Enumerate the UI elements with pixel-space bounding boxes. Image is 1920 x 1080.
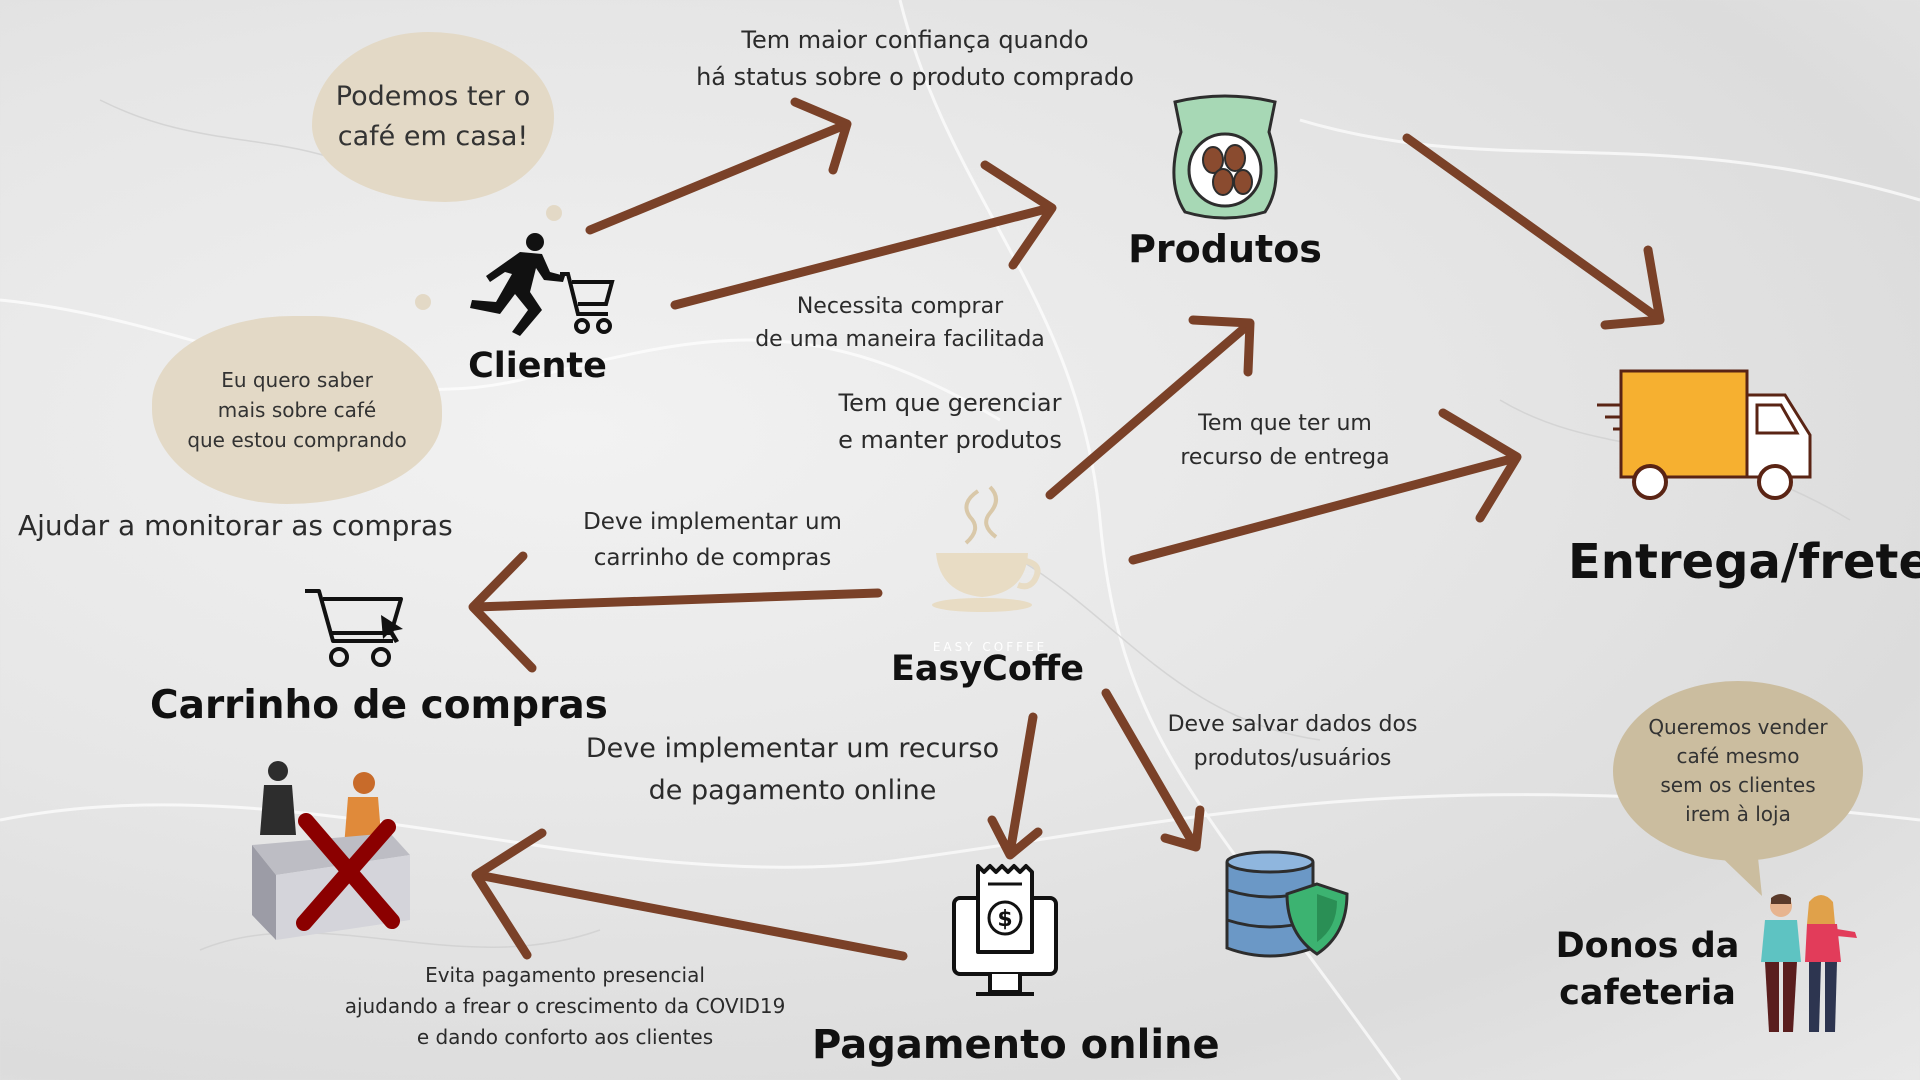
arrow-easycoffe-to-database bbox=[1101, 688, 1205, 852]
label-line: recurso de entrega bbox=[1180, 445, 1390, 471]
speech-bubble-vender-cafe: Queremos vender café mesmo sem os client… bbox=[1613, 681, 1863, 861]
label-line: Ajudar a monitorar as compras bbox=[18, 509, 453, 542]
label-line: e dando conforto aos clientes bbox=[416, 1025, 714, 1049]
label-presencial: Evita pagamento presencial ajudando a fr… bbox=[330, 960, 800, 1053]
speech-bubble-tail bbox=[1712, 848, 1762, 896]
label-monitorar: Ajudar a monitorar as compras bbox=[18, 508, 488, 543]
label-line: carrinho de compras bbox=[593, 544, 832, 571]
label-salvar: Deve salvar dados dos produtos/usuários bbox=[1150, 708, 1435, 776]
arrow-easycoffe-to-carrinho bbox=[468, 551, 883, 673]
label-line: Tem que ter um bbox=[1198, 411, 1372, 436]
label-line: de pagamento online bbox=[648, 774, 937, 806]
label-line: Deve implementar um recurso bbox=[585, 733, 1000, 764]
label-line: há status sobre o produto comprado bbox=[696, 63, 1134, 92]
node-title-entrega: Entrega/frete bbox=[1568, 534, 1920, 590]
bubble-text-line: Eu quero saber bbox=[221, 368, 373, 392]
label-line: Deve implementar um bbox=[583, 509, 842, 535]
label-line: e manter produtos bbox=[838, 426, 1062, 455]
node-title-line: cafeteria bbox=[1559, 973, 1736, 1014]
bubble-text-line: irem à loja bbox=[1685, 802, 1791, 826]
bubble-text-line: mais sobre café bbox=[217, 398, 377, 422]
label-confianca: Tem maior confiança quando há status sob… bbox=[690, 22, 1140, 96]
delivery-truck-icon bbox=[1597, 369, 1812, 500]
shopping-cart-icon bbox=[305, 589, 403, 667]
label-line: Necessita comprar bbox=[796, 294, 1004, 319]
arrow-produtos-to-entrega bbox=[1402, 133, 1665, 330]
node-title-produtos: Produtos bbox=[1128, 227, 1322, 271]
label-line: Evita pagamento presencial bbox=[425, 963, 705, 987]
bubble-text-line: café em casa! bbox=[337, 121, 529, 152]
label-line: ajudando a frear o crescimento da COVID1… bbox=[344, 994, 786, 1018]
arrow-easycoffe-to-pagamento bbox=[987, 712, 1043, 860]
thought-dot bbox=[546, 205, 562, 221]
owners-couple-icon bbox=[1761, 894, 1857, 1032]
easycoffe-logo-text: EASY COFFEE bbox=[932, 640, 1048, 654]
arrow-pagamento-to-presencial bbox=[471, 828, 908, 961]
bubble-text-line: que estou comprando bbox=[187, 428, 407, 452]
bubble-text-line: Podemos ter o bbox=[335, 80, 531, 112]
label-line: Deve salvar dados dos bbox=[1167, 712, 1418, 737]
bubble-text-line: Queremos vender bbox=[1648, 715, 1828, 739]
label-facilitada: Necessita comprar de uma maneira facilit… bbox=[740, 290, 1060, 356]
node-title-pagamento: Pagamento online bbox=[812, 1022, 1220, 1068]
arrow-cliente-to-status bbox=[585, 97, 852, 235]
arrow-easycoffe-to-entrega bbox=[1128, 408, 1522, 565]
label-line: Tem que gerenciar bbox=[838, 389, 1062, 417]
thought-bubble-cafe-em-casa: Podemos ter o café em casa! bbox=[312, 32, 554, 202]
node-title-cliente: Cliente bbox=[468, 346, 607, 386]
node-title-easycoffe: EasyCoffe bbox=[891, 649, 1084, 689]
coffee-cup-icon bbox=[932, 485, 1041, 612]
closed-counter-icon bbox=[252, 761, 410, 940]
coffee-bag-icon bbox=[1172, 94, 1278, 220]
arrow-cliente-to-produtos bbox=[670, 160, 1057, 310]
database-shield-icon bbox=[1225, 850, 1349, 958]
label-carrinho: Deve implementar um carrinho de compras bbox=[575, 505, 850, 576]
node-title-carrinho: Carrinho de compras bbox=[150, 683, 608, 728]
bubble-text-line: sem os clientes bbox=[1660, 773, 1816, 797]
arrow-easycoffe-to-produtos bbox=[1045, 315, 1255, 500]
label-recurso-entrega: Tem que ter um recurso de entrega bbox=[1150, 407, 1420, 475]
payment-receipt-icon: $ bbox=[952, 864, 1058, 996]
label-pagamento: Deve implementar um recurso de pagamento… bbox=[575, 728, 1010, 812]
node-title-donos: Donos da cafeteria bbox=[1555, 923, 1740, 1018]
bubble-text-line: café mesmo bbox=[1676, 744, 1800, 768]
node-title-line: Donos da bbox=[1555, 926, 1740, 966]
thought-bubble-saber-cafe: Eu quero saber mais sobre café que estou… bbox=[152, 316, 442, 504]
thought-dot bbox=[415, 294, 431, 310]
label-line: de uma maneira facilitada bbox=[755, 327, 1045, 352]
label-line: Tem maior confiança quando bbox=[741, 26, 1089, 54]
label-gerenciar: Tem que gerenciar e manter produtos bbox=[810, 385, 1090, 459]
dollar-sign: $ bbox=[997, 907, 1012, 932]
label-line: produtos/usuários bbox=[1193, 746, 1392, 772]
running-shopper-icon bbox=[470, 233, 615, 336]
